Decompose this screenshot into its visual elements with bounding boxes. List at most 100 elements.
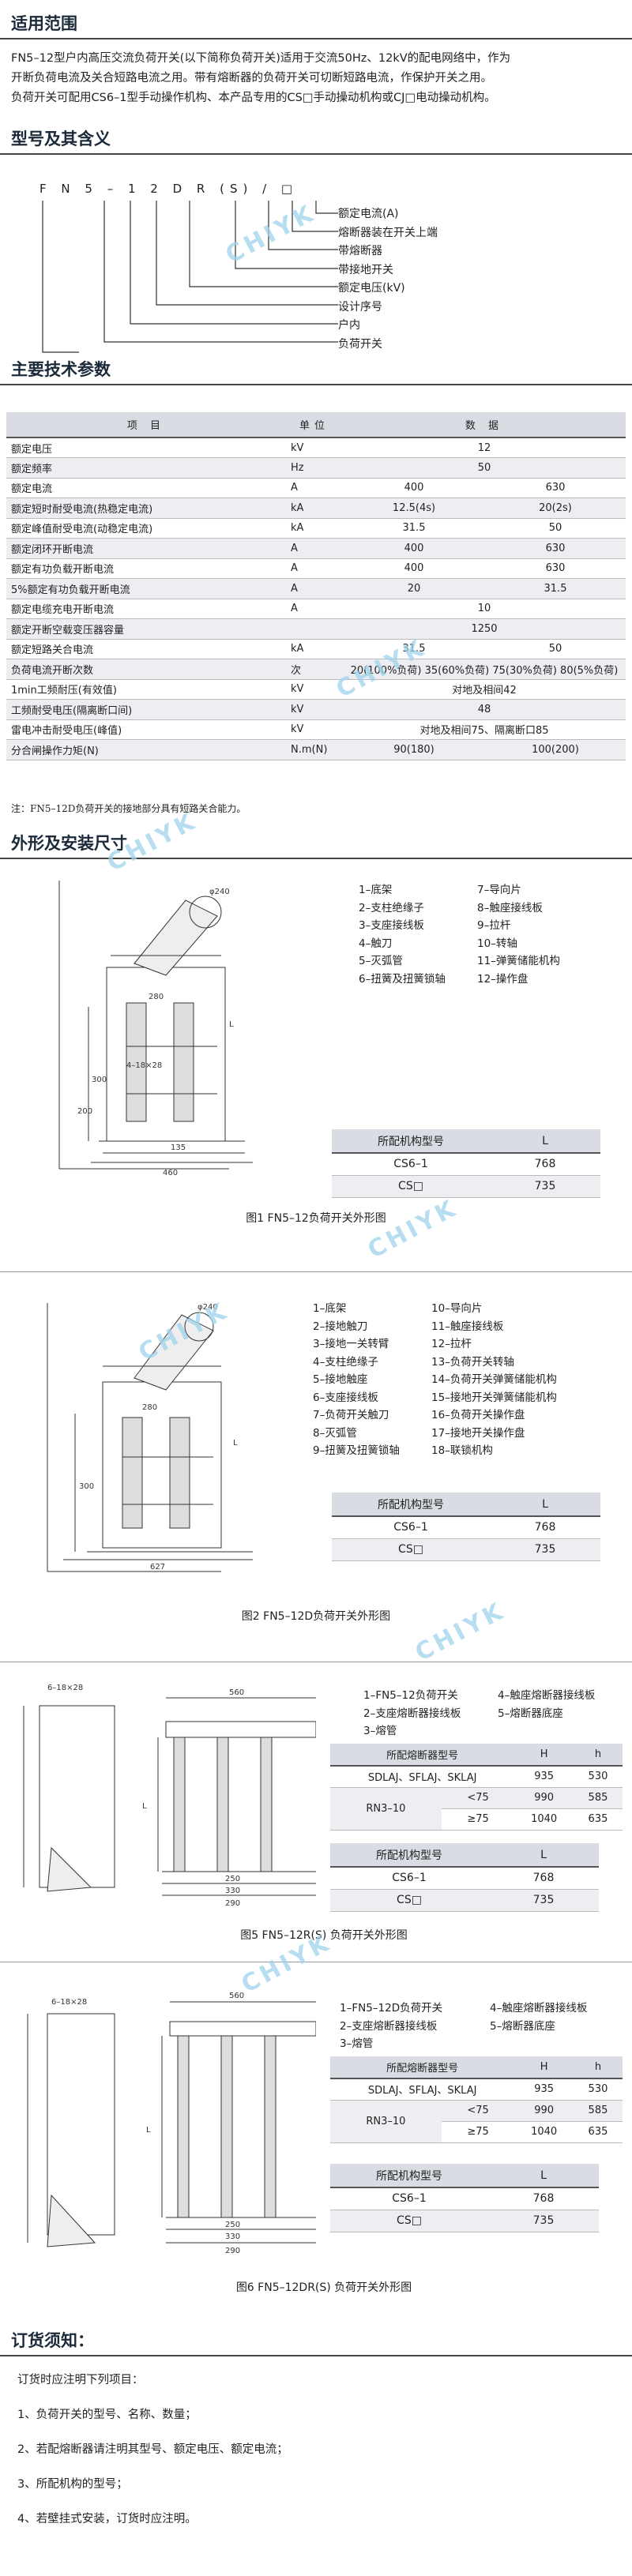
fig5-dim-label: 250 bbox=[225, 1875, 240, 1883]
fig2-mech-table: 所配机构型号 L CS6–1 768 CS□ 735 bbox=[332, 1493, 600, 1561]
legend-item: 1–底架 bbox=[359, 884, 393, 896]
legend-item: 10–转轴 bbox=[477, 937, 517, 950]
table-row: CS□ 735 bbox=[330, 1889, 599, 1912]
spec-unit: kV bbox=[286, 437, 343, 458]
spec-item: 额定闭环开断电流 bbox=[6, 538, 286, 559]
mech-header: L bbox=[488, 1843, 599, 1868]
mech-header: 所配机构型号 bbox=[332, 1129, 490, 1154]
spec-value: 10 bbox=[343, 599, 626, 619]
mech-cell: CS6–1 bbox=[332, 1153, 490, 1176]
table-row: ≥75 1040 635 bbox=[330, 2121, 623, 2143]
spec-item: 负荷电流开断次数 bbox=[6, 659, 286, 680]
spec-item: 额定有功负载开断电流 bbox=[6, 558, 286, 579]
legend-item: 18–联锁机构 bbox=[431, 1444, 493, 1457]
spec-unit: A bbox=[286, 558, 343, 579]
legend-item: 3–支座接线板 bbox=[359, 919, 424, 932]
table-row: CS6–1 768 bbox=[332, 1516, 600, 1539]
table-row: RN3–10 <75 990 585 bbox=[330, 2100, 623, 2143]
fig6-fuse-table: 所配熔断器型号 H h SDLAJ、SFLAJ、SKLAJ 935 530 RN… bbox=[330, 2056, 623, 2143]
ordering-item: 1、负荷开关的型号、名称、数量； bbox=[17, 2409, 197, 2421]
fuse-cell: RN3–10 bbox=[330, 1787, 442, 1831]
legend-item: 3–接地一关转臂 bbox=[313, 1338, 389, 1350]
legend-item: 7–负荷开关触刀 bbox=[313, 1409, 389, 1421]
spec-value: 48 bbox=[343, 699, 626, 720]
fuse-cell: ≥75 bbox=[441, 1808, 515, 1831]
legend-item: 4–支柱绝缘子 bbox=[313, 1355, 378, 1369]
spec-unit: Hz bbox=[286, 457, 343, 479]
mech-cell: 735 bbox=[490, 1538, 600, 1561]
spec-value: 20 bbox=[343, 578, 485, 599]
mech-cell: 768 bbox=[490, 1153, 600, 1176]
fig6-dim-label: 6–18×28 bbox=[51, 1998, 87, 2007]
table-row: ≥75 1040 635 bbox=[330, 1808, 623, 1831]
spec-unit: kA bbox=[286, 498, 343, 519]
spec-value: 50 bbox=[485, 518, 626, 539]
spec-value: 20(100%负荷) 35(60%负荷) 75(30%负荷) 80(5%负荷) bbox=[343, 659, 626, 680]
legend-item: 8–触座接线板 bbox=[477, 901, 543, 914]
model-label: 户内 bbox=[338, 319, 360, 332]
fig2-dim-label: L bbox=[233, 1439, 238, 1448]
spec-note: 注：FN5–12D负荷开关的接地部分具有短路关合能力。 bbox=[11, 803, 246, 814]
model-label: 熔断器装在开关上端 bbox=[338, 226, 438, 239]
mech-header: 所配机构型号 bbox=[330, 1843, 488, 1868]
fuse-cell: 935 bbox=[514, 2078, 574, 2101]
scope-line: 负荷开关可配用CS6–1型手动操作机构、本产品专用的CS□手动操动机构或CJ□电… bbox=[11, 92, 496, 104]
divider bbox=[0, 1271, 632, 1272]
fuse-cell: 530 bbox=[573, 2078, 623, 2101]
mech-cell: CS6–1 bbox=[330, 1867, 488, 1890]
fig5-legend-left: 1–FN5–12负荷开关 2–支座熔断器接线板 3–熔管 bbox=[363, 1687, 461, 1740]
fig6-dim-label: 560 bbox=[229, 1992, 244, 2000]
fuse-cell: RN3–10 bbox=[330, 2100, 442, 2143]
mech-header: L bbox=[488, 2164, 599, 2188]
mech-cell: CS□ bbox=[330, 1889, 488, 1912]
fig6-drawing: 6–18×28 560 250 330 290 L bbox=[27, 1992, 316, 2255]
fig2-drawing: φ240 280 300 627 L bbox=[47, 1303, 253, 1572]
spec-header-unit: 单位 bbox=[286, 412, 343, 438]
spec-value: 50 bbox=[485, 639, 626, 659]
ordering-item: 3、所配机构的型号； bbox=[17, 2478, 128, 2491]
spec-value: 1250 bbox=[343, 618, 626, 640]
fig6-legend-left: 1–FN5–12D负荷开关 2–支座熔断器接线板 3–熔管 bbox=[340, 2000, 442, 2053]
fuse-cell: <75 bbox=[441, 2100, 515, 2122]
legend-item: 14–负荷开关弹簧储能机构 bbox=[431, 1373, 557, 1386]
fig6-dim-label: 330 bbox=[225, 2232, 240, 2241]
legend-item: 4–触座熔断器接线板 bbox=[490, 2002, 588, 2015]
scope-line: 开断负荷电流及关合短路电流之用。带有熔断器的负荷开关可切断短路电流，作保护开关之… bbox=[11, 72, 492, 84]
fig1-dim-label: L bbox=[229, 1020, 234, 1029]
legend-item: 2–支座熔断器接线板 bbox=[340, 2019, 438, 2033]
fig1-dim-label: φ240 bbox=[209, 888, 230, 896]
model-label: 带熔断器 bbox=[338, 245, 382, 257]
fig2-legend-left: 1–底架 2–接地触刀 3–接地一关转臂 4–支柱绝缘子 5–接地触座 6–支座… bbox=[313, 1300, 400, 1460]
divider bbox=[0, 858, 632, 859]
spec-item: 雷电冲击耐受电压(峰值) bbox=[6, 719, 286, 740]
spec-unit: A bbox=[286, 599, 343, 619]
model-diagram bbox=[42, 201, 338, 353]
legend-item: 2–支柱绝缘子 bbox=[359, 901, 424, 914]
legend-item: 10–导向片 bbox=[431, 1302, 483, 1315]
mech-cell: CS□ bbox=[332, 1175, 490, 1198]
fig6-dim-label: 250 bbox=[225, 2221, 240, 2229]
fig6-legend: 1–FN5–12D负荷开关 2–支座熔断器接线板 3–熔管 4–触座熔断器接线板… bbox=[340, 2000, 624, 2055]
fig1-dim-label: 135 bbox=[171, 1143, 186, 1152]
ordering-item: 4、若壁挂式安装，订货时应注明。 bbox=[17, 2513, 197, 2525]
fig1-dim-label: 4–18×28 bbox=[126, 1061, 162, 1070]
fuse-cell: 990 bbox=[514, 1787, 574, 1809]
table-row: CS□ 735 bbox=[330, 2210, 599, 2232]
spec-header-data: 数 据 bbox=[343, 412, 626, 438]
fuse-cell: 530 bbox=[573, 1766, 623, 1788]
model-label: 设计序号 bbox=[338, 300, 382, 314]
table-row: CS□ 735 bbox=[332, 1175, 600, 1198]
table-row: RN3–10 <75 990 585 bbox=[330, 1787, 623, 1831]
spec-value: 对地及相间75、隔离断口85 bbox=[343, 719, 626, 740]
dimensions-title: 外形及安装尺寸 bbox=[11, 834, 127, 853]
model-title: 型号及其含义 bbox=[11, 130, 111, 148]
fuse-cell: SDLAJ、SFLAJ、SKLAJ bbox=[330, 2078, 515, 2101]
